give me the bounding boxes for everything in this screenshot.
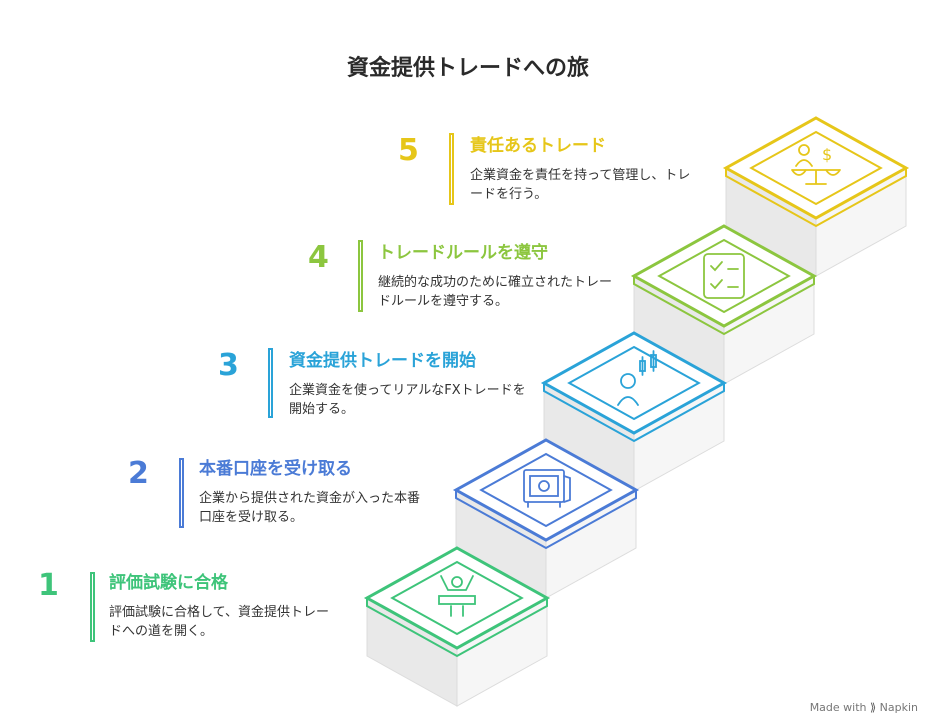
safe-icon <box>523 469 571 508</box>
step-number: 2 <box>128 456 149 491</box>
step-accent-bar <box>179 458 184 528</box>
step-number: 1 <box>38 568 59 603</box>
step-accent-bar <box>90 572 95 642</box>
step-description: 評価試験に合格して、資金提供トレードへの道を開く。 <box>109 605 329 639</box>
step-heading: 資金提供トレードを開始 <box>289 351 476 371</box>
step-description: 企業資金を責任を持って管理し、トレードを行う。 <box>470 168 691 202</box>
step-number: 4 <box>308 240 329 275</box>
step-heading: 評価試験に合格 <box>109 573 228 593</box>
checklist-icon <box>703 253 745 299</box>
step-accent-bar <box>358 240 363 312</box>
step-3-block <box>540 331 728 492</box>
napkin-logo-icon: ⟫ <box>870 701 877 714</box>
step-heading: トレードルールを遵守 <box>378 243 548 263</box>
step-2-block <box>452 438 640 599</box>
step-number: 5 <box>398 133 419 168</box>
step-description: 継続的な成功のために確立されたトレードルールを遵守する。 <box>378 275 613 309</box>
person-balance-icon: $ <box>791 144 841 185</box>
person-celebrating-icon <box>438 575 476 617</box>
step-1-block <box>363 546 551 707</box>
step-accent-bar <box>449 133 454 205</box>
step-accent-bar <box>268 348 273 418</box>
step-description: 企業資金を使ってリアルなFXトレードを開始する。 <box>289 383 526 417</box>
trader-candlestick-icon <box>617 350 657 406</box>
footer: Made with ⟫ Napkin <box>810 701 918 714</box>
step-4-block <box>630 224 818 385</box>
footer-brand: Napkin <box>879 701 918 714</box>
page-title: 資金提供トレードへの旅 <box>346 56 589 81</box>
step-description: 企業から提供された資金が入った本番口座を受け取る。 <box>199 491 421 525</box>
step-5-block: $ <box>722 116 910 277</box>
step-heading: 本番口座を受け取る <box>199 459 352 479</box>
step-heading: 責任あるトレード <box>470 136 606 156</box>
step-number: 3 <box>218 348 239 383</box>
footer-made-with: Made with <box>809 701 867 714</box>
svg-text:$: $ <box>822 145 832 164</box>
